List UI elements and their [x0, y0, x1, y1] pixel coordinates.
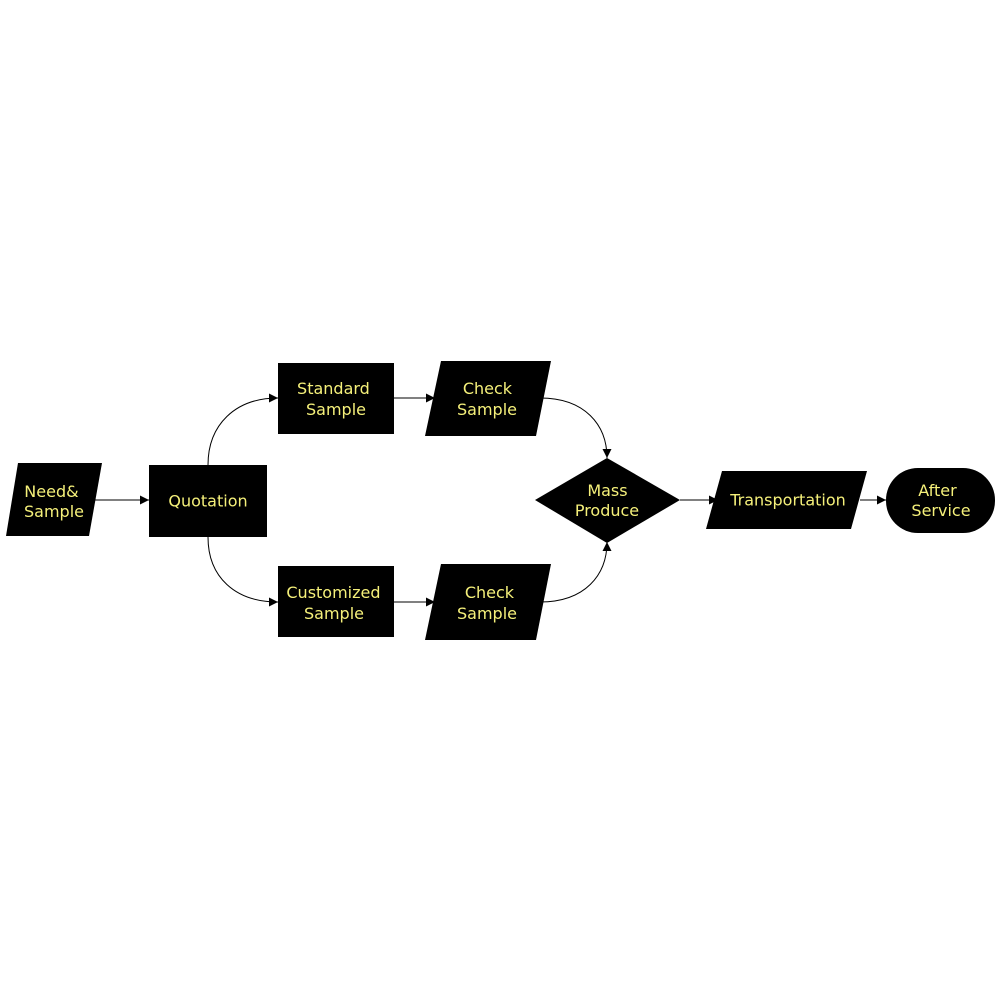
check-sample-top-label: Check Sample — [457, 379, 517, 419]
edge-check-sample-bottom-to-mass-produce — [539, 541, 612, 603]
edge-check-sample-top-to-mass-produce — [539, 397, 612, 459]
after-service-label: After Service — [911, 481, 970, 520]
transportation-label: Transportation — [729, 491, 846, 510]
node-after-service: After Service — [886, 468, 995, 533]
node-check-sample-top: Check Sample — [425, 361, 551, 436]
node-need-sample: Need& Sample — [6, 463, 102, 536]
node-transportation: Transportation — [706, 471, 867, 529]
node-quotation: Quotation — [149, 465, 267, 537]
customized-sample-shape — [278, 566, 394, 637]
node-mass-produce: Mass Produce — [535, 458, 680, 543]
node-check-sample-bottom: Check Sample — [425, 564, 551, 640]
node-standard-sample: Standard Sample — [278, 363, 394, 434]
need-sample-shape — [6, 463, 102, 536]
node-customized-sample: Customized Sample — [278, 566, 394, 637]
after-service-shape — [886, 468, 995, 533]
quotation-label: Quotation — [168, 492, 247, 511]
mass-produce-shape — [535, 458, 680, 543]
customized-sample-label: Customized Sample — [286, 583, 385, 623]
check-sample-top-shape — [425, 361, 551, 436]
quotation-shape — [149, 465, 267, 537]
check-sample-bottom-shape — [425, 564, 551, 640]
edge-quotation-to-standard-sample — [207, 393, 279, 466]
transportation-shape — [706, 471, 867, 529]
standard-sample-label: Standard Sample — [297, 379, 375, 419]
edge-quotation-to-customized-sample — [207, 536, 279, 607]
need-sample-label: Need& Sample — [24, 482, 84, 521]
edges — [94, 393, 886, 607]
standard-sample-shape — [278, 363, 394, 434]
mass-produce-label: Mass Produce — [575, 481, 639, 520]
check-sample-bottom-label: Check Sample — [457, 583, 519, 623]
